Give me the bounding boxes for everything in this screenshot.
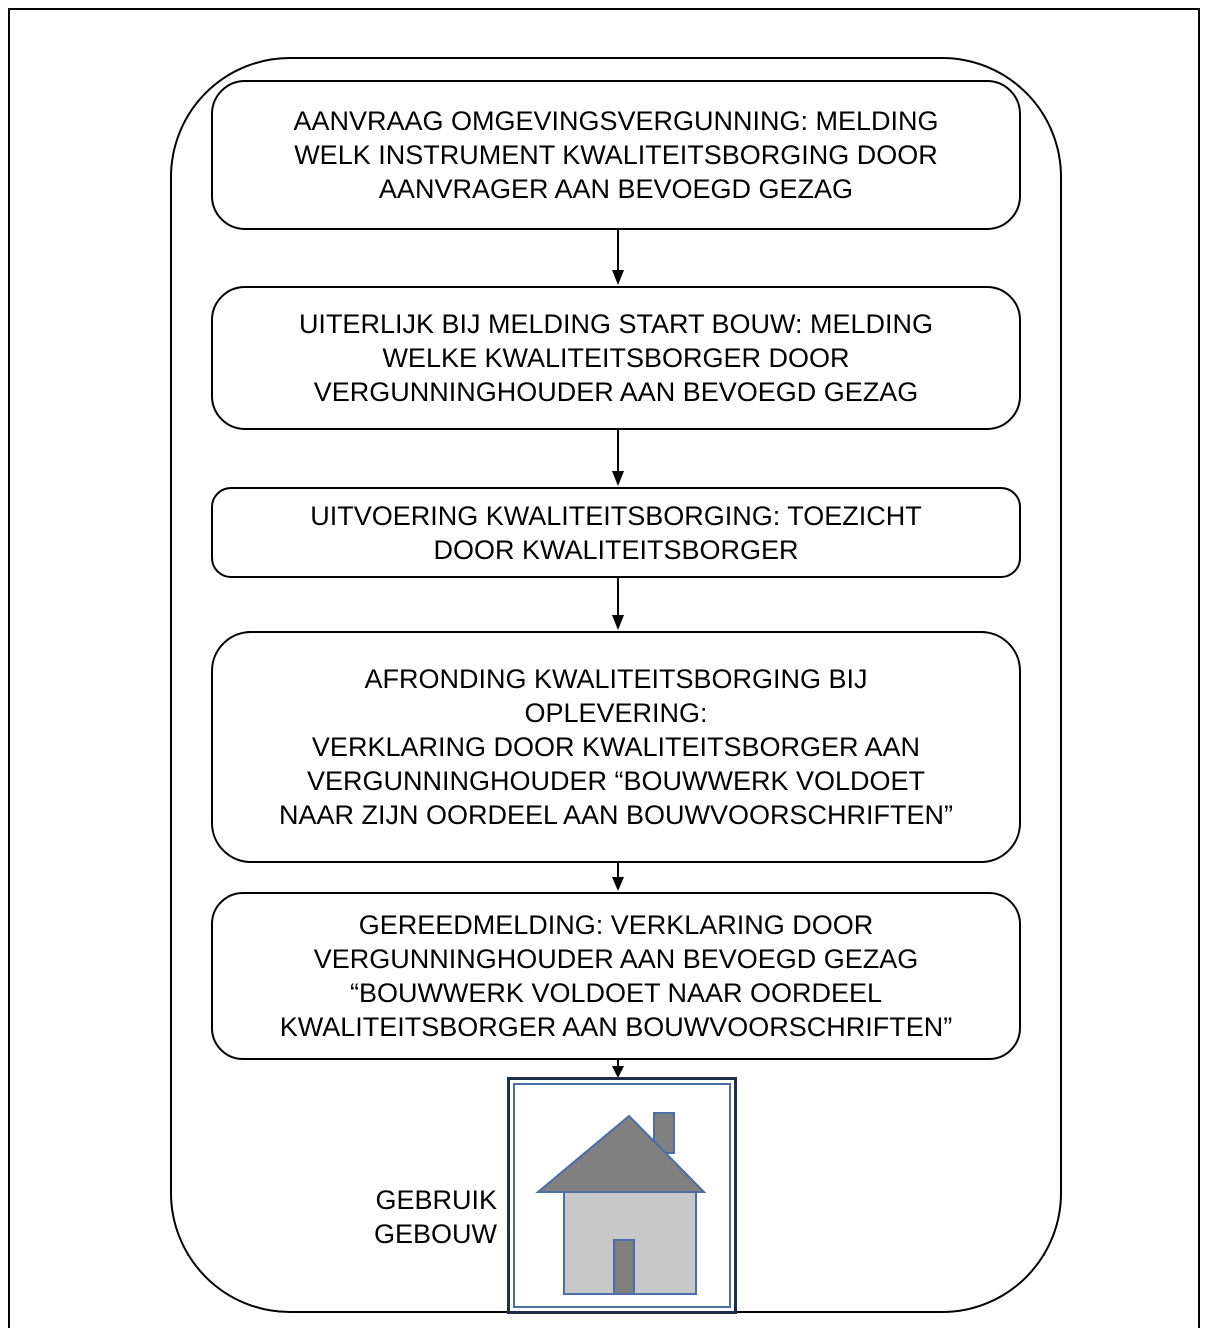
page-frame: [8, 8, 1200, 1328]
arrow-step4-step5: [612, 863, 624, 891]
step-text: UITERLIJK BIJ MELDING START BOUW: MELDIN…: [298, 309, 934, 407]
step-text: AANVRAAG OMGEVINGSVERGUNNING: MELDING WE…: [293, 106, 939, 204]
house-door-shape: [613, 1239, 635, 1295]
arrow-step3-step4: [612, 578, 624, 630]
step-melding-start-bouw: UITERLIJK BIJ MELDING START BOUW: MELDIN…: [211, 286, 1021, 430]
step-afronding-kwaliteitsborging: AFRONDING KWALITEITSBORGING BIJ OPLEVERI…: [211, 631, 1021, 863]
house-roof-shape: [535, 1114, 707, 1193]
house-image-frame: [507, 1077, 737, 1314]
arrow-step2-step3: [612, 430, 624, 486]
step-text: GEREEDMELDING: VERKLARING DOOR VERGUNNIN…: [279, 910, 953, 1042]
step-text: UITVOERING KWALITEITSBORGING: TOEZICHT D…: [310, 500, 922, 565]
arrow-step1-step2: [612, 230, 624, 285]
step-uitvoering-kwaliteitsborging: UITVOERING KWALITEITSBORGING: TOEZICHT D…: [211, 487, 1021, 578]
step-text: AFRONDING KWALITEITSBORGING BIJ OPLEVERI…: [278, 664, 954, 830]
house-icon: [535, 1112, 707, 1295]
gebruik-gebouw-label: GEBRUIK GEBOUW: [373, 1185, 497, 1249]
step-aanvraag-omgevingsvergunning: AANVRAAG OMGEVINGSVERGUNNING: MELDING WE…: [211, 80, 1021, 230]
house-image-inner-frame: [513, 1083, 731, 1308]
arrow-step5-house: [612, 1060, 624, 1078]
step-gereedmelding: GEREEDMELDING: VERKLARING DOOR VERGUNNIN…: [211, 892, 1021, 1060]
